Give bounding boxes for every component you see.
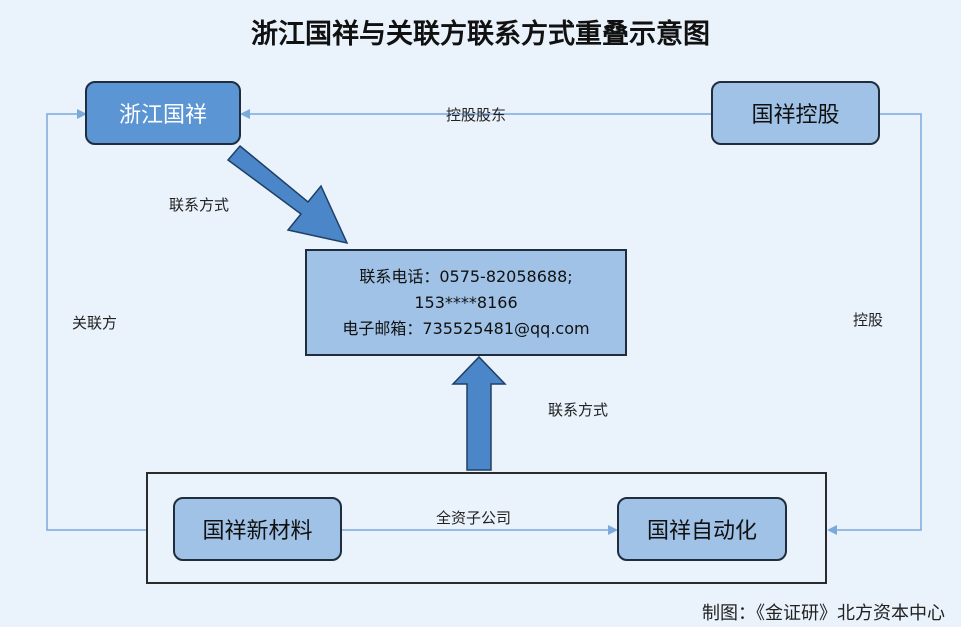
contact-email-line: 电子邮箱：735525481@qq.com [342,318,590,338]
node-guoxiang-new-materials: 国祥新材料 [173,497,342,561]
label-holding: 控股 [853,311,884,329]
edge-holding [827,113,922,535]
block-arrow-diagonal [226,144,349,245]
node-guoxiang-automation: 国祥自动化 [617,497,787,561]
label-wholly-owned: 全资子公司 [436,509,512,527]
diagram-title: 浙江国祥与关联方联系方式重叠示意图 [251,19,710,50]
contact-info-box: 联系电话：0575-82058688; 153****8166 电子邮箱：735… [305,249,627,356]
node-guoxiang-holding: 国祥控股 [711,81,880,145]
label-contact-method-top: 联系方式 [169,196,230,214]
label-related-party: 关联方 [72,314,118,332]
label-contact-method-bottom: 联系方式 [548,401,609,419]
contact-phone-line2: 153****8166 [414,292,518,312]
edge-related-party [46,109,146,531]
subsidiary-group [146,472,827,584]
label-controlling-shareholder: 控股股东 [446,106,507,124]
block-arrow-up [451,355,507,471]
node-zhejiang-guoxiang: 浙江国祥 [85,81,241,145]
footer-credit: 制图：《金证研》北方资本中心 [702,603,945,624]
contact-phone-line: 联系电话：0575-82058688; [359,266,573,286]
